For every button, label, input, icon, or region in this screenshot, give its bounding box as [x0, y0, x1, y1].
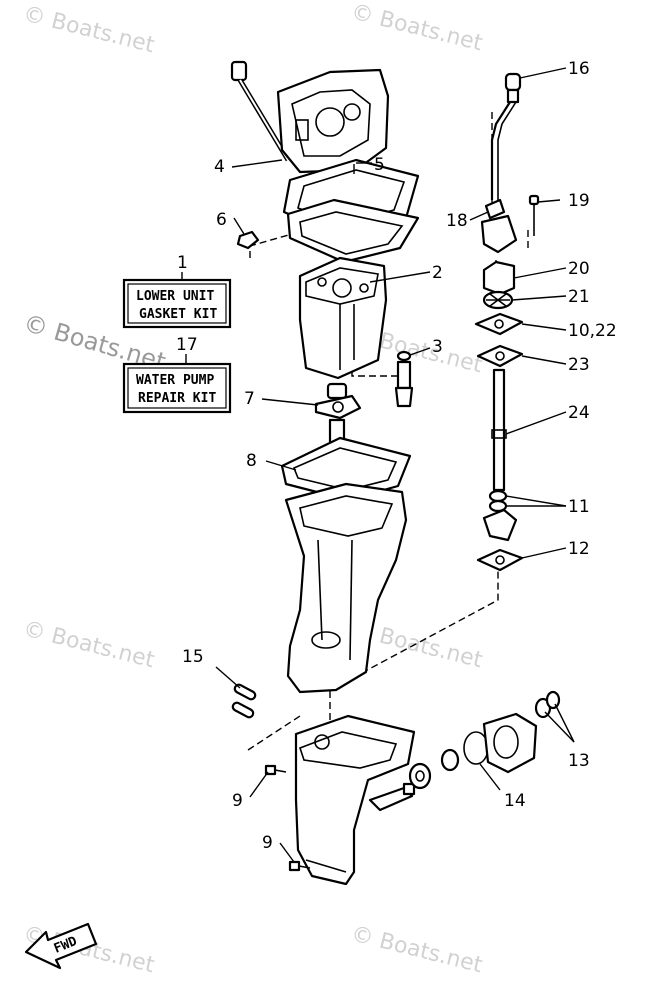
label-part-9-lower: 9	[262, 833, 273, 853]
powerhead-assembly	[230, 60, 420, 264]
label-part-15: 15	[182, 647, 204, 667]
watermark-7: © Boats.net	[349, 922, 486, 979]
shift-rod-assembly	[480, 72, 540, 254]
label-part-8: 8	[246, 451, 257, 471]
water-pump-repair-kit: 17 WATER PUMP REPAIR KIT	[122, 335, 232, 414]
label-part-2: 2	[432, 263, 443, 283]
watermark-2: © Boats.net	[349, 0, 486, 56]
watermark-1: © Boats.net	[21, 2, 158, 59]
label-part-14: 14	[504, 791, 526, 811]
kit-line-2: GASKET KIT	[139, 307, 217, 322]
exhaust-housing	[284, 482, 408, 694]
label-part-9-upper: 9	[232, 791, 243, 811]
forward-arrow: FWD	[24, 922, 98, 970]
upper-housing	[298, 256, 388, 380]
bolt-9-upper	[264, 764, 287, 776]
kit-number-17: 17	[176, 335, 198, 355]
gearcase	[264, 690, 561, 886]
label-part-11: 11	[568, 497, 590, 517]
label-part-13: 13	[568, 751, 590, 771]
label-part-5: 5	[374, 155, 385, 175]
kit-line-1: WATER PUMP	[136, 373, 214, 388]
label-part-12: 12	[568, 539, 590, 559]
label-part-6: 6	[216, 210, 227, 230]
label-part-3: 3	[432, 337, 443, 357]
label-part-7: 7	[244, 389, 255, 409]
kit-line-1: LOWER UNIT	[136, 289, 214, 304]
watermark-4: © Boats.net	[21, 617, 158, 674]
driveshaft-assembly	[280, 382, 412, 522]
label-part-24: 24	[568, 403, 590, 423]
lower-unit-gasket-kit: 1 LOWER UNIT GASKET KIT	[122, 253, 232, 329]
small-parts	[231, 230, 414, 719]
label-part-21: 21	[568, 287, 590, 307]
label-part-19: 19	[568, 191, 590, 211]
label-part-18: 18	[446, 211, 468, 231]
leader-lines	[215, 67, 575, 863]
label-part-10-22: 10,22	[568, 321, 617, 341]
label-part-23: 23	[568, 355, 590, 375]
label-part-16: 16	[568, 59, 590, 79]
bolt-9-lower	[288, 860, 311, 872]
water-pump-stack	[474, 260, 524, 572]
kit-number-1: 1	[177, 253, 188, 273]
part-labels: 4 5 6 2 3 7 8 15 9 9 16 19 18 20 21 10,2…	[182, 59, 617, 853]
watermarks: © Boats.net © Boats.net © Boats.net © Bo…	[20, 0, 485, 978]
label-part-4: 4	[214, 157, 225, 177]
label-part-20: 20	[568, 259, 590, 279]
kit-line-2: REPAIR KIT	[138, 391, 216, 406]
